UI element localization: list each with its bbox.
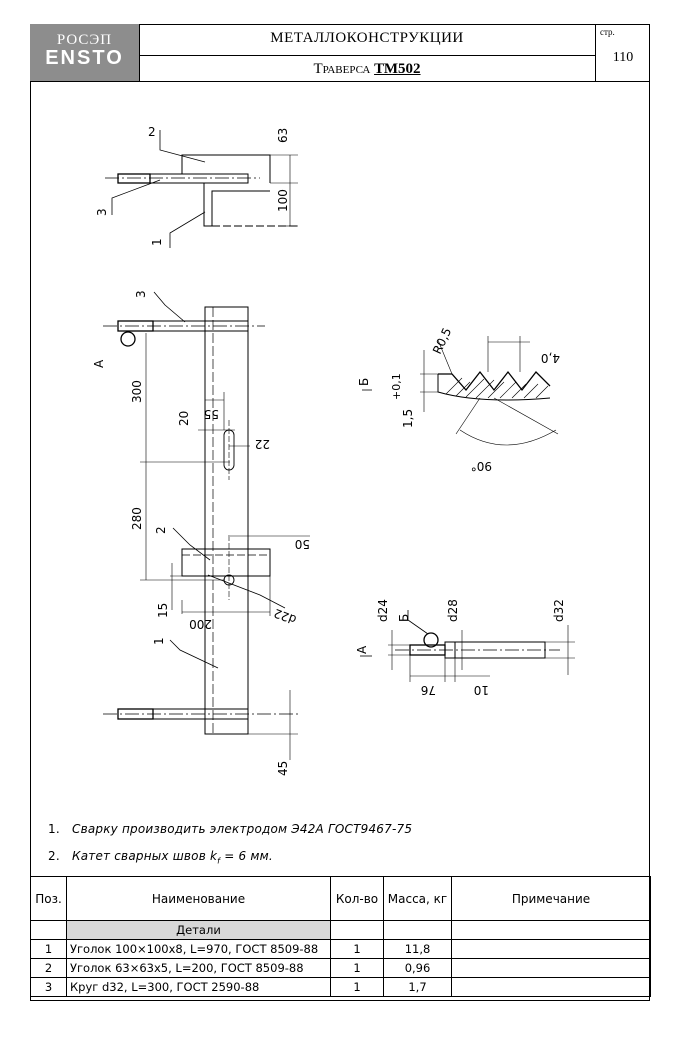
dim-depth: 1,5 [401,409,415,428]
logo-rosep: РОСЭП [56,32,113,48]
dim-d32: d32 [552,599,566,622]
leader-2 [159,130,206,163]
dim-200: 200 [189,617,212,631]
page-label: стр. [600,27,615,37]
leader-1 [169,211,206,248]
header-pos: Поз. [30,876,67,921]
dim-20: 20 [177,411,191,426]
leader-3 [153,291,186,323]
specification-table: Поз. Наименование Кол-во Масса, кг Приме… [30,876,651,997]
dim-radius: R0,5 [430,325,454,356]
main-front-view [103,291,310,760]
table-header-row: Поз. Наименование Кол-во Масса, кг Приме… [30,876,651,921]
dim-100: 100 [276,189,290,212]
header-note: Примечание [451,876,651,921]
dim-d22: d22 [272,606,298,627]
leader-1 [169,639,219,669]
top-section-view [105,130,300,248]
page-number: 110 [612,50,634,65]
header-mass: Масса, кг [383,876,452,921]
leader-d22 [207,574,286,609]
dim-50: 50 [295,537,310,551]
header-divider [139,55,595,56]
dim-d24: d24 [376,599,390,622]
pos-1-label: 1 [152,637,166,645]
dim-76: 76 [421,683,436,697]
header-qty: Кол-во [330,876,384,921]
thread-profile [438,370,551,392]
section-b-label: Б [357,378,371,386]
logo-ensto: ENSTO [45,47,124,69]
weld-mark [120,331,136,347]
leader-b [407,610,429,635]
dim-22: 22 [255,437,270,451]
angle-leg [455,397,481,435]
header-divider [595,24,596,81]
dim-300: 300 [130,380,144,403]
dim-63: 63 [276,128,290,143]
dim-15: 15 [156,603,170,618]
section-a-detail [360,610,575,682]
rod-end [117,173,151,184]
rod [149,173,249,184]
category-title: МЕТАЛЛОКОНСТРУКЦИИ [270,30,464,46]
drawing-frame [30,24,650,1001]
leader-2 [172,527,211,561]
technical-notes: 1.Сварку производить электродом Э42А ГОС… [48,822,412,876]
hatching [445,377,549,399]
note-2: 2.Катет сварных швов kf = 6 мм. [48,849,273,866]
horizontal-angle [181,548,271,577]
company-logo: РОСЭП ENSTO [30,24,139,81]
dim-45: 45 [276,761,290,776]
drawing-title: Траверса ТМ502 [139,61,595,78]
vertical-angle [204,306,249,735]
table-row: 2 Уголок 63×63х5, L=200, ГОСТ 8509-88 1 … [30,958,651,978]
angle-leg [493,397,559,435]
leader-3 [111,179,161,215]
weld-mark [423,632,439,648]
pos-3-label: 3 [95,208,109,216]
pos-1-label: 1 [150,238,164,246]
group-label: Детали [66,920,331,940]
dim-10: 10 [474,683,489,697]
angle-63 [181,154,271,183]
pos-3-label: 3 [134,290,148,298]
leader-r05 [437,339,453,375]
note-1: 1.Сварку производить электродом Э42А ГОС… [48,822,413,836]
header-divider [30,81,650,82]
section-a-label: А [355,645,369,654]
table-row: 1 Уголок 100×100х8, L=970, ГОСТ 8509-88 … [30,939,651,959]
table-group-row: Детали [30,920,651,940]
dim-pitch: 4,0 [541,351,560,365]
section-b-detail [362,336,559,446]
title-prefix: Траверса [313,61,371,77]
dim-55: 55 [204,407,219,421]
header-divider [139,24,140,81]
angle-100 [203,183,270,227]
dim-angle: 90° [471,459,492,473]
dim-d28: d28 [446,599,460,622]
angle-arc [459,429,557,446]
section-b-ref: Б [397,614,411,622]
section-outline [437,374,551,401]
table-row: 3 Круг d32, L=300, ГОСТ 2590-88 1 1,7 [30,977,651,997]
pos-2-label: 2 [148,125,156,139]
pos-2-label: 2 [154,526,168,534]
dim-tolerance: +0,1 [390,373,403,400]
dim-280: 280 [130,507,144,530]
title-code: ТМ502 [374,61,421,77]
view-a-label: А [92,359,106,368]
header-name: Наименование [66,876,331,921]
